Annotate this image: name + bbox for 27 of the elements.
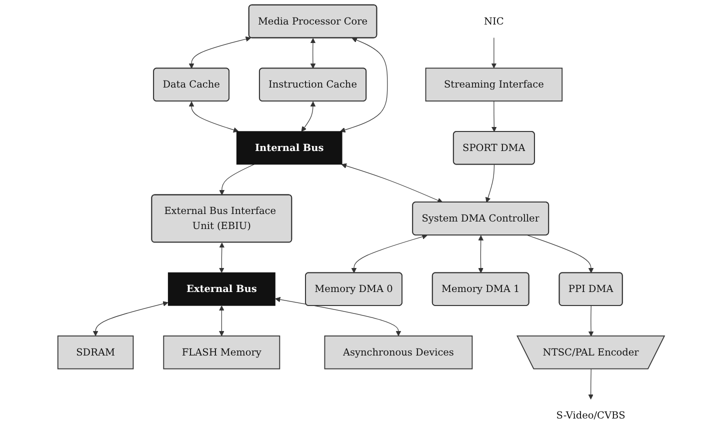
arrow — [219, 164, 254, 196]
node-text: NIC — [484, 15, 504, 27]
arrow — [310, 38, 316, 69]
arrow — [340, 38, 388, 133]
node-box: Internal Bus — [236, 131, 342, 165]
arrow — [485, 164, 494, 203]
arrow — [478, 235, 484, 274]
arrow — [188, 101, 239, 133]
arrow — [491, 100, 497, 132]
arrow — [588, 306, 594, 336]
node-box: SDRAM — [57, 336, 134, 370]
arrow — [188, 36, 251, 69]
arrow — [351, 234, 428, 274]
arrow — [588, 368, 594, 400]
arrow — [218, 306, 224, 336]
arrow — [526, 234, 594, 274]
node-text: S-Video/CVBS — [556, 410, 626, 422]
node-box: FLASH Memory — [163, 336, 280, 370]
arrow — [218, 242, 224, 273]
arrow — [274, 296, 401, 336]
arrow — [341, 163, 443, 203]
arrow — [301, 101, 316, 132]
arrow — [491, 37, 496, 68]
node-box: External Bus — [168, 272, 276, 306]
arrow — [92, 301, 168, 336]
node-box: Asynchronous Devices — [324, 336, 472, 370]
node-box: Streaming Interface — [425, 68, 562, 102]
